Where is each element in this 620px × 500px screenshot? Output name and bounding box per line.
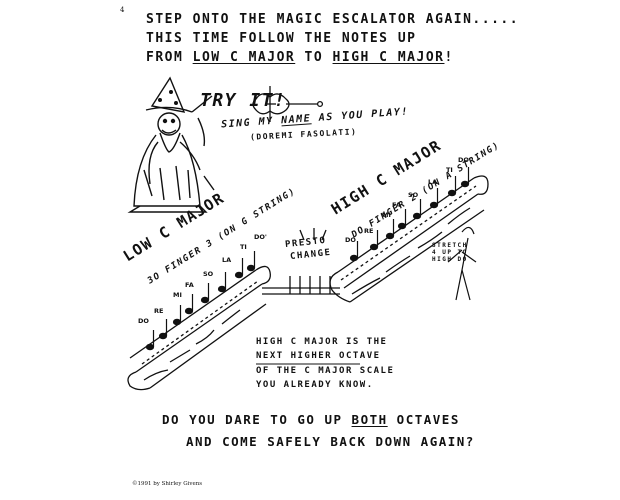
header-line-3: FROM LOW C MAJOR TO HIGH C MAJOR!: [146, 50, 454, 65]
low-note-label: LA: [222, 256, 232, 264]
question-both: BOTH: [351, 412, 388, 427]
paragraph-line-1: HIGH C MAJOR IS THE: [256, 337, 388, 347]
low-note-label: FA: [185, 281, 194, 289]
header-to: TO: [295, 50, 333, 65]
high-note-label: DO: [345, 236, 356, 244]
paragraph-line-3: OF THE C MAJOR SCALE: [256, 366, 395, 376]
low-note-label: DO: [138, 317, 149, 325]
low-note-label: MI: [173, 291, 182, 299]
page-number: 4: [120, 6, 125, 14]
header-from: FROM: [146, 50, 193, 65]
escalator-connector: [262, 228, 340, 295]
low-c-major-text: LOW C MAJOR: [192, 50, 296, 65]
high-note-label: SO: [408, 191, 419, 199]
question-line-1: DO YOU DARE TO GO UP BOTH OCTAVES: [162, 412, 460, 427]
high-note-label: DO': [458, 156, 471, 164]
high-c-notes: [349, 167, 470, 262]
high-note-label: RE: [364, 227, 374, 235]
stretch-figure: [447, 226, 477, 301]
high-note-label: TI: [446, 166, 453, 174]
header-line-1: STEP ONTO THE MAGIC ESCALATOR AGAIN.....: [146, 12, 520, 27]
high-note-label: LA: [428, 178, 438, 186]
high-c-major-text: HIGH C MAJOR: [332, 50, 445, 65]
paragraph-line-2: NEXT HIGHER OCTAVE: [256, 351, 381, 361]
low-c-escalator: [127, 265, 271, 391]
stretch-caption: STRETCH 4 UP TO HIGH DO: [432, 242, 468, 263]
copyright-notice: ©1991 by Shirley Givens: [132, 481, 203, 487]
try-it-heading: TRY IT!: [200, 90, 287, 111]
header-line-2: THIS TIME FOLLOW THE NOTES UP: [146, 31, 417, 46]
wizard-illustration: [127, 76, 215, 213]
violin-doodle: [252, 86, 324, 122]
low-c-notes: [145, 251, 256, 351]
question-post: OCTAVES: [387, 412, 460, 427]
header-exclaim: !: [444, 50, 454, 65]
sing-name: NAME: [280, 113, 312, 127]
paragraph-line-4: YOU ALREADY KNOW.: [256, 380, 374, 390]
low-note-label: SO: [203, 270, 214, 278]
low-note-label: RE: [154, 307, 164, 315]
high-note-label: FA: [392, 201, 401, 209]
high-note-label: MI: [382, 211, 391, 219]
question-line-2: AND COME SAFELY BACK DOWN AGAIN?: [186, 434, 475, 449]
question-pre: DO YOU DARE TO GO UP: [162, 412, 352, 427]
low-note-label: TI: [240, 243, 247, 251]
low-note-label: DO': [254, 233, 267, 241]
